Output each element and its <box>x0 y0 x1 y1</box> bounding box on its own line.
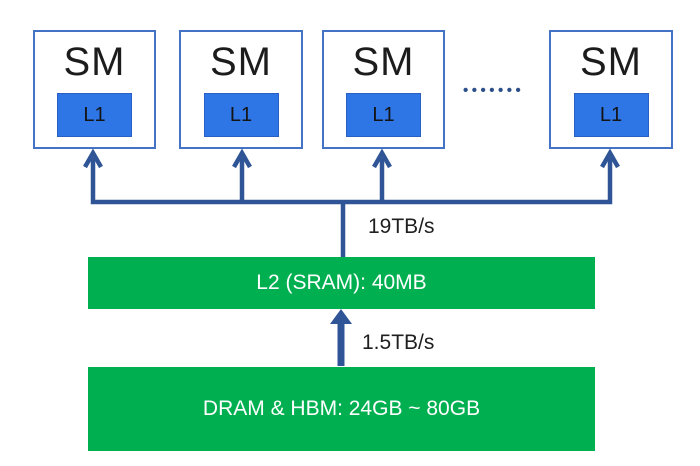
l1-cache-label: L1 <box>372 103 395 126</box>
dram-to-l2-arrowhead <box>330 309 352 324</box>
l1-cache-label: L1 <box>229 103 253 126</box>
sm-label: SM <box>580 40 642 84</box>
l1-cache-label: L1 <box>83 103 106 126</box>
l1-cache-box: L1 <box>573 93 649 137</box>
l1-cache-box: L1 <box>203 93 279 137</box>
sm-label: SM <box>63 40 126 84</box>
dram-hbm-bar: DRAM & HBM: 24GB ~ 80GB <box>88 367 595 451</box>
l2-bandwidth-label: 19TB/s <box>368 215 435 238</box>
more-sms-ellipsis-dots: ••••••• <box>463 82 525 99</box>
l1-cache-label: L1 <box>599 103 623 126</box>
sm-box-4: SM L1 <box>549 30 673 149</box>
sm-box-1: SM L1 <box>33 30 156 149</box>
sm-label: SM <box>352 40 415 84</box>
l2-cache-bar: L2 (SRAM): 40MB <box>88 257 595 309</box>
sm-box-3: SM L1 <box>322 30 445 149</box>
l1-cache-box: L1 <box>57 93 132 137</box>
dram-hbm-label: DRAM & HBM: 24GB ~ 80GB <box>202 397 481 420</box>
sm-box-2: SM L1 <box>179 30 303 149</box>
l2-bus-line <box>90 158 613 205</box>
arrowhead-sm3 <box>372 148 392 169</box>
arrowhead-sm2 <box>232 148 252 169</box>
l1-cache-box: L1 <box>346 93 421 137</box>
arrowhead-sm4 <box>600 148 620 169</box>
arrowhead-sm1 <box>83 148 103 169</box>
sm-label: SM <box>210 40 272 84</box>
dram-bandwidth-label: 1.5TB/s <box>362 331 435 354</box>
l2-cache-label: L2 (SRAM): 40MB <box>256 271 427 294</box>
